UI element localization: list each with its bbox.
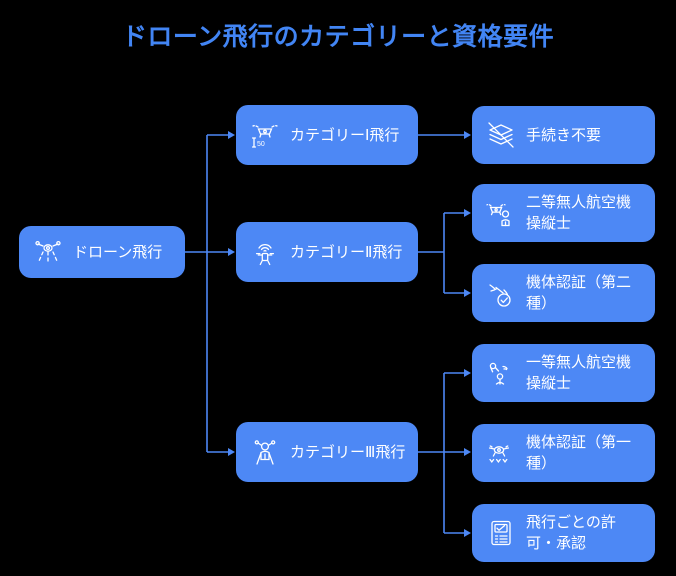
drone-person-icon [248,435,282,469]
node-category-2[interactable]: カテゴリーⅡ飛行 [236,222,418,282]
drone-inspect-icon [484,436,518,470]
arrow-cat1 [464,131,471,139]
drone-signal-icon [248,235,282,269]
node-category-3[interactable]: カテゴリーⅢ飛行 [236,422,418,482]
node-leaf-no-paperwork[interactable]: 手続き不要 [472,106,655,164]
arrow-leaf4 [464,448,471,456]
node-category-2-label: カテゴリーⅡ飛行 [290,243,403,261]
arrow-leaf2 [464,289,471,297]
node-leaf-label: 機体認証（第二種） [526,274,632,312]
node-leaf-label: 二等無人航空機操縦士 [526,194,632,232]
no-paperwork-icon [484,118,518,152]
node-leaf-label: 一等無人航空機操縦士 [526,354,632,392]
approval-document-icon [484,516,518,550]
arrow-leaf3 [464,369,471,377]
page-title: ドローン飛行のカテゴリーと資格要件 [121,23,555,51]
arrow-leaf1 [464,209,471,217]
arrow-leaf5 [464,529,471,537]
node-leaf-first-class-pilot[interactable]: 一等無人航空機操縦士 [472,344,655,402]
drone-altitude-icon: 50 [248,118,282,152]
svg-text:50: 50 [257,141,265,148]
arrow-root-cat2 [228,248,235,256]
arrow-root-cat1 [228,131,235,139]
node-category-1[interactable]: 50 カテゴリーⅠ飛行 [236,105,418,165]
node-category-1-label: カテゴリーⅠ飛行 [290,126,400,144]
node-category-3-label: カテゴリーⅢ飛行 [290,443,406,461]
node-leaf-flight-approval[interactable]: 飛行ごとの許可・承認 [472,504,655,562]
node-leaf-label: 手続き不要 [526,126,602,144]
drone-pilot-icon [484,196,518,230]
node-leaf-type-cert-second[interactable]: 機体認証（第二種） [472,264,655,322]
node-root-label: ドローン飛行 [73,243,163,261]
node-leaf-label: 飛行ごとの許可・承認 [526,514,616,552]
node-leaf-label: 機体認証（第一種） [526,434,632,472]
arrow-root-cat3 [228,448,235,456]
drone-icon [31,235,65,269]
node-leaf-second-class-pilot[interactable]: 二等無人航空機操縦士 [472,184,655,242]
drone-check-icon [484,276,518,310]
drone-operator-icon [484,356,518,390]
node-leaf-type-cert-first[interactable]: 機体認証（第一種） [472,424,655,482]
node-root[interactable]: ドローン飛行 [19,226,185,278]
